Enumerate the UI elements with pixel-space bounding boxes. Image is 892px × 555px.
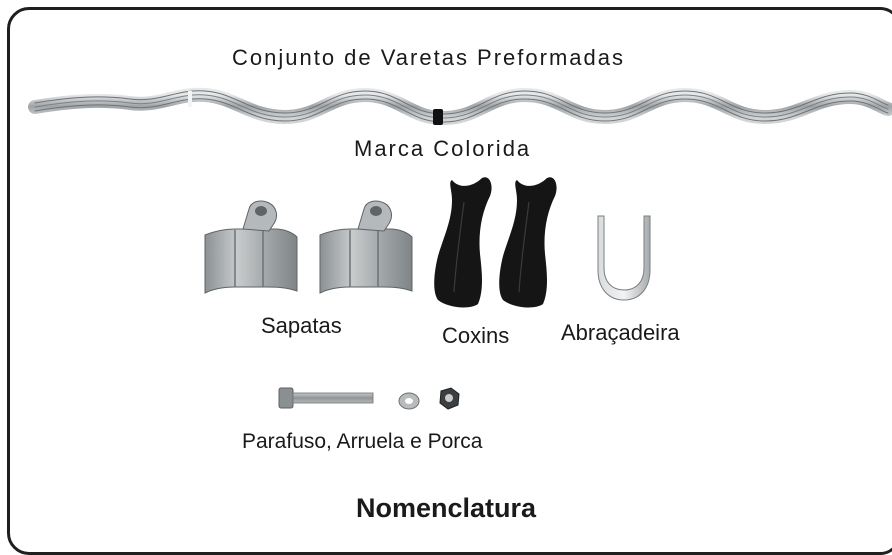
color-mark — [433, 109, 443, 125]
sapata-left — [204, 200, 298, 294]
sapata-right — [319, 200, 413, 294]
footer-title: Nomenclatura — [356, 493, 537, 523]
preformed-rods-image — [28, 87, 892, 126]
color-mark-label: Marca Colorida — [354, 136, 532, 161]
sapatas-label: Sapatas — [261, 313, 342, 338]
washer — [398, 392, 420, 410]
abracadeira-image — [597, 215, 651, 301]
coxins-image — [434, 177, 557, 308]
coxins-label: Coxins — [442, 323, 510, 348]
bolt — [278, 387, 374, 409]
bolt-washer-nut-image — [278, 387, 460, 410]
nut — [439, 387, 460, 410]
sapatas-image — [204, 200, 413, 294]
bolt-washer-nut-label: Parafuso, Arruela e Porca — [242, 430, 483, 453]
diagram-title: Conjunto de Varetas Preformadas — [232, 45, 625, 70]
abracadeira-label: Abraçadeira — [561, 320, 680, 345]
